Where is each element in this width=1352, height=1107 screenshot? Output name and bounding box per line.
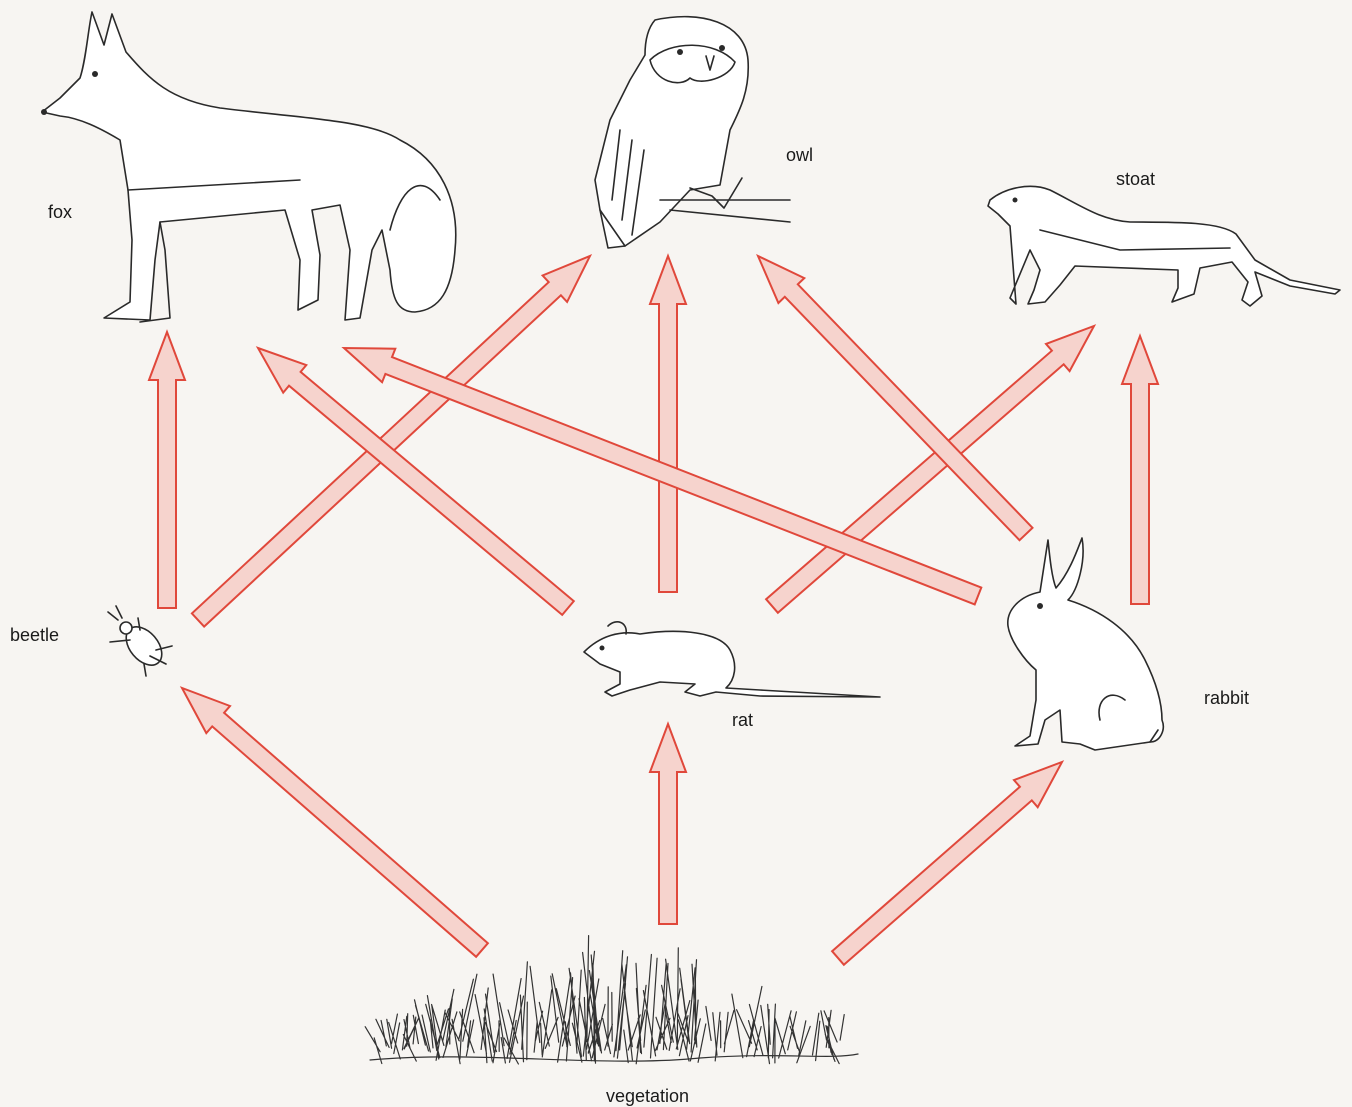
fox-illustration <box>41 12 456 322</box>
owl-label: owl <box>786 145 813 166</box>
arrow-rat-to-owl <box>650 256 686 592</box>
fox-label: fox <box>48 202 72 223</box>
arrow-rabbit-to-stoat <box>1122 336 1158 604</box>
rabbit-label: rabbit <box>1204 688 1249 709</box>
owl-illustration <box>595 17 790 248</box>
beetle-illustration <box>108 606 172 676</box>
arrow-vegetation-to-beetle <box>182 688 488 957</box>
stoat-illustration <box>988 186 1340 306</box>
rat-illustration <box>584 622 880 697</box>
beetle-label: beetle <box>10 625 59 646</box>
stoat-label: stoat <box>1116 169 1155 190</box>
vegetation-label: vegetation <box>606 1086 689 1107</box>
arrows-layer <box>149 256 1158 965</box>
vegetation-illustration <box>365 936 858 1064</box>
arrow-vegetation-to-rabbit <box>832 762 1062 965</box>
rat-label: rat <box>732 710 753 731</box>
grass-strokes <box>365 936 844 1064</box>
arrow-rat-to-fox <box>258 348 574 615</box>
arrow-beetle-to-fox <box>149 332 185 608</box>
arrow-vegetation-to-rat <box>650 724 686 924</box>
